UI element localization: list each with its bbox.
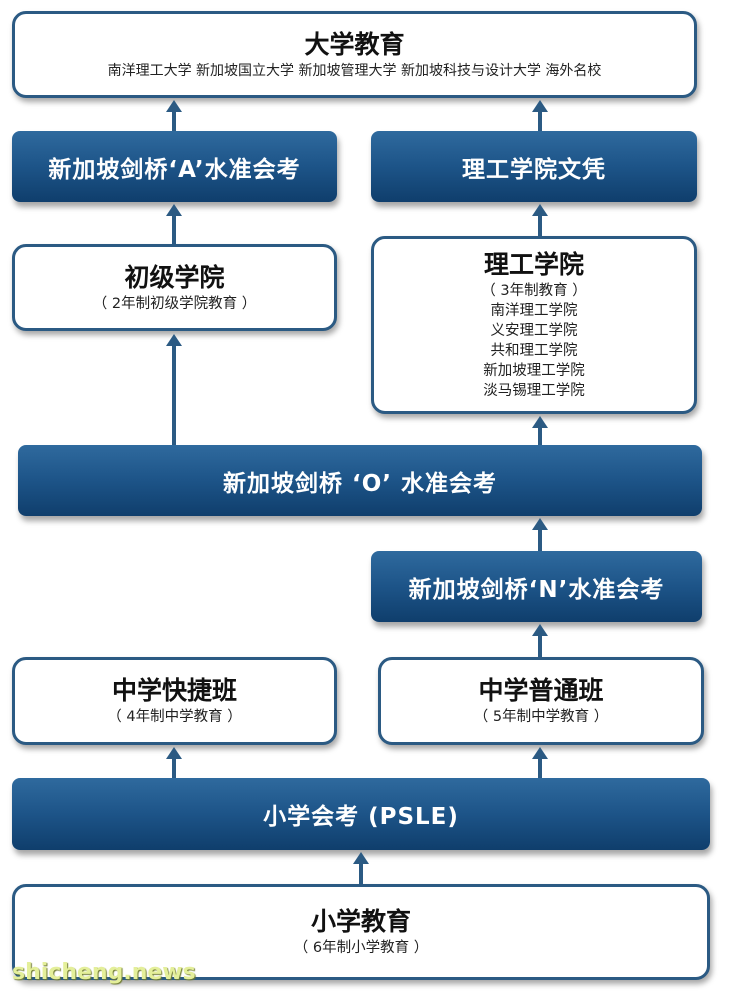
polytechnic-school: 义安理工学院 [490, 323, 578, 339]
a-level-label: 新加坡剑桥‘A’水准会考 [48, 156, 301, 183]
junior-college-box: 初级学院 （ 2年制初级学院教育 ） [12, 244, 337, 331]
express-box: 中学快捷班 （ 4年制中学教育 ） [12, 657, 337, 745]
polytechnic-school: 新加坡理工学院 [483, 363, 585, 379]
normal-title: 中学普通班 [478, 676, 604, 705]
polytechnic-school: 淡马锡理工学院 [483, 383, 585, 399]
o-level-label: 新加坡剑桥 ‘O’ 水准会考 [222, 470, 498, 497]
university-schools: 南洋理工大学 新加坡国立大学 新加坡管理大学 新加坡科技与设计大学 海外名校 [107, 62, 602, 79]
normal-box: 中学普通班 （ 5年制中学教育 ） [378, 657, 704, 745]
psle-box: 小学会考 (PSLE) [12, 778, 710, 850]
primary-title: 小学教育 [310, 907, 411, 936]
arrow-up-icon [532, 100, 548, 131]
polytechnic-school: 南洋理工学院 [490, 303, 578, 319]
arrow-up-icon [353, 852, 369, 884]
o-level-box: 新加坡剑桥 ‘O’ 水准会考 [18, 445, 702, 516]
arrow-up-icon [532, 518, 548, 551]
poly-diploma-label: 理工学院文凭 [462, 156, 606, 183]
university-box: 大学教育 南洋理工大学 新加坡国立大学 新加坡管理大学 新加坡科技与设计大学 海… [12, 11, 697, 98]
psle-label: 小学会考 (PSLE) [263, 804, 459, 830]
primary-box: 小学教育 （ 6年制小学教育 ） [12, 884, 710, 980]
n-level-box: 新加坡剑桥‘N’水准会考 [371, 551, 702, 622]
arrow-up-icon [166, 100, 182, 131]
primary-sub: （ 6年制小学教育 ） [293, 940, 429, 956]
arrow-up-icon [532, 747, 548, 778]
arrow-up-icon [166, 334, 182, 445]
polytechnic-title: 理工学院 [483, 250, 584, 279]
junior-college-sub: （ 2年制初级学院教育 ） [92, 295, 257, 312]
polytechnic-school: 共和理工学院 [490, 343, 578, 359]
university-title: 大学教育 [304, 29, 405, 59]
arrow-up-icon [166, 747, 182, 778]
polytechnic-box: 理工学院 （ 3年制教育 ） 南洋理工学院 义安理工学院 共和理工学院 新加坡理… [371, 236, 697, 414]
arrow-up-icon [532, 204, 548, 236]
arrow-up-icon [166, 204, 182, 244]
poly-diploma-box: 理工学院文凭 [371, 131, 697, 202]
express-sub: （ 4年制中学教育 ） [107, 709, 242, 725]
a-level-box: 新加坡剑桥‘A’水准会考 [12, 131, 337, 202]
normal-sub: （ 5年制中学教育 ） [473, 709, 609, 725]
express-title: 中学快捷班 [111, 676, 237, 705]
n-level-label: 新加坡剑桥‘N’水准会考 [408, 576, 665, 603]
polytechnic-sub: （ 3年制教育 ） [481, 283, 587, 299]
arrow-up-icon [532, 624, 548, 657]
watermark: shicheng.news [12, 960, 196, 985]
junior-college-title: 初级学院 [124, 262, 225, 292]
arrow-up-icon [532, 416, 548, 445]
